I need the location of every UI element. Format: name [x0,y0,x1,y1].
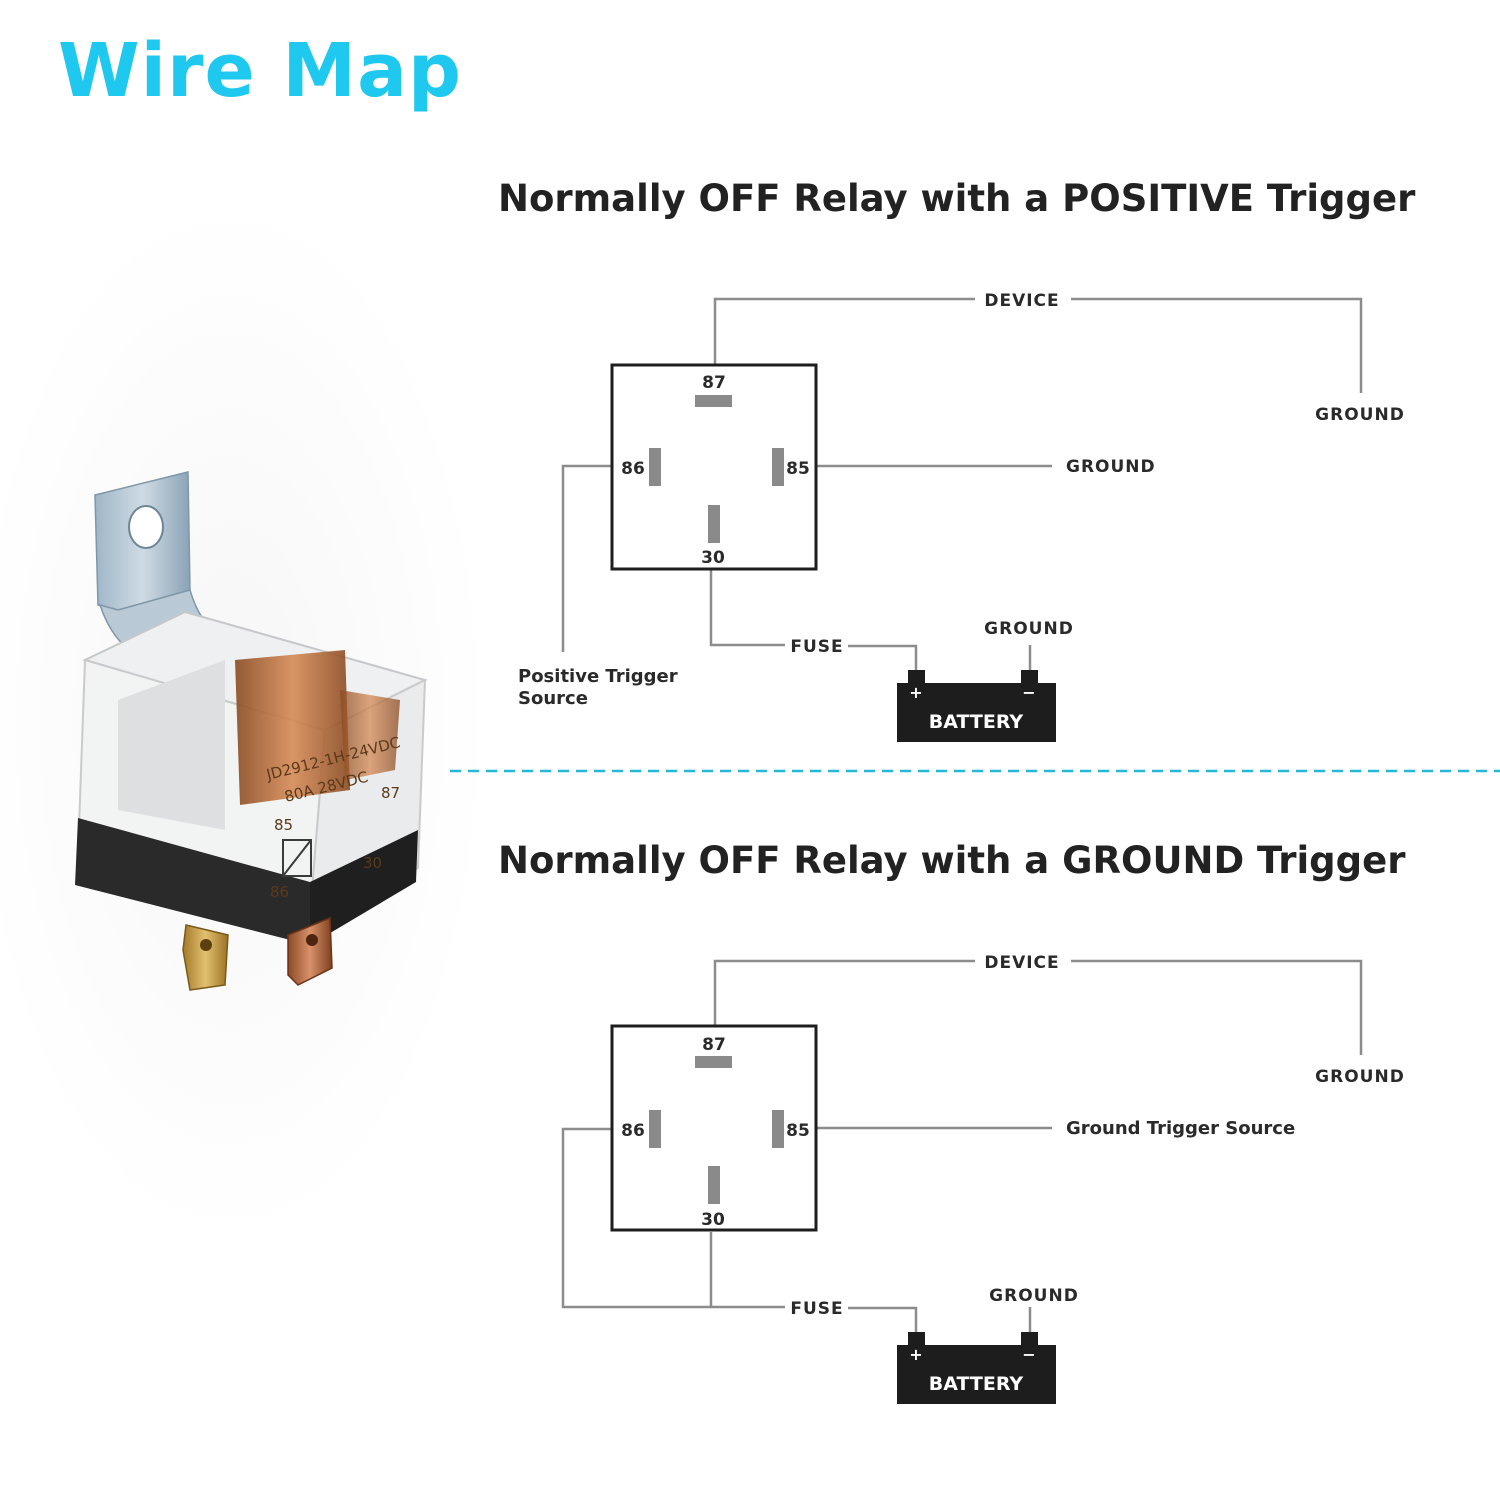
pin-86-terminal [649,448,661,486]
battery-ground-label: GROUND [984,619,1074,639]
wire-86-to-trigger [561,464,612,652]
relay-coil [235,650,350,805]
relay-pin-label-86: 86 [270,883,289,901]
diagram-ground-trigger: 87 86 85 30 DEVICE GROUND Ground Trigger… [561,953,1405,1404]
pin-85-label: 85 [786,459,810,479]
pin-85-terminal [772,448,784,486]
battery-symbol: + − BATTERY [897,1332,1056,1404]
positive-trigger-source-label-line2: Source [518,688,588,709]
fuse-label: FUSE [790,637,843,657]
wire-device-to-ground [1071,959,1363,1055]
device-ground-label: GROUND [1315,405,1405,425]
pin-86-label: 86 [621,1121,645,1141]
relay-coil-symbol [282,839,312,877]
device-label: DEVICE [984,953,1059,973]
battery-minus-post [1021,670,1038,684]
battery-label: BATTERY [929,1373,1024,1395]
battery-minus-sign: − [1022,683,1035,702]
battery-plus-sign: + [909,1345,922,1364]
device-label: DEVICE [984,291,1059,311]
device-ground-label: GROUND [1315,1067,1405,1087]
relay-pin-label-85: 85 [274,816,293,834]
fuse-label: FUSE [790,1299,843,1319]
relay-coil-side [340,690,400,780]
relay-terminal-copper [287,916,333,986]
pin-86-terminal [649,1110,661,1148]
wire-30-to-fuse [709,570,785,647]
pin-85-label: 85 [786,1121,810,1141]
pin-86-label: 86 [621,459,645,479]
positive-trigger-source-label-line1: Positive Trigger [518,666,678,687]
diagram-title-ground-trigger: Normally OFF Relay with a GROUND Trigger [498,839,1406,882]
pin-87-terminal [695,395,732,407]
terminal-hole [200,939,212,951]
relay-base-side [310,830,418,945]
pin-30-label: 30 [701,548,725,568]
pin-87-terminal [695,1056,732,1068]
battery-minus-post [1021,1332,1038,1346]
pin-87-label: 87 [702,373,726,393]
pin-87-label: 87 [702,1035,726,1055]
battery-plus-sign: + [909,683,922,702]
wire-fuse-to-battery-plus [848,1306,918,1334]
relay-photo: JD2912-1H-24VDC 80A 28VDC 85 87 86 30 [0,200,490,1240]
battery-plus-post [908,1332,925,1346]
wire-30-to-fuse [709,1232,785,1309]
page-title: Wire Map [58,28,462,114]
relay-internal-block [118,660,225,830]
relay-pin-label-87: 87 [381,784,400,802]
wire-87-to-device [713,959,975,1026]
battery-body [897,1345,1056,1404]
terminal-hole [306,934,318,946]
ground-trigger-source-label: Ground Trigger Source [1066,1118,1295,1139]
pin-85-terminal [772,1110,784,1148]
battery-plus-post [908,670,925,684]
diagram-positive-trigger: 87 86 85 30 DEVICE GROUND GROUND Positiv… [518,291,1405,742]
pin-30-terminal [708,1166,720,1204]
pin85-ground-label: GROUND [1066,457,1156,477]
mounting-hole [128,505,164,549]
battery-symbol: + − BATTERY [897,670,1056,742]
battery-minus-sign: − [1022,1345,1035,1364]
battery-body [897,683,1056,742]
relay-terminal-brass [182,924,229,991]
wire-86-to-fuse-line [561,1127,711,1309]
wire-device-to-ground [1071,297,1363,393]
wire-fuse-to-battery-plus [848,644,918,672]
pin-30-terminal [708,505,720,543]
diagram-title-positive-trigger: Normally OFF Relay with a POSITIVE Trigg… [498,177,1416,220]
relay-coil-symbol-line [282,839,312,877]
relay-pin-label-30: 30 [363,854,382,872]
pin-30-label: 30 [701,1210,725,1230]
wire-87-to-device [713,297,975,365]
relay-base-front [75,818,310,945]
battery-ground-label: GROUND [989,1286,1079,1306]
battery-label: BATTERY [929,711,1024,733]
